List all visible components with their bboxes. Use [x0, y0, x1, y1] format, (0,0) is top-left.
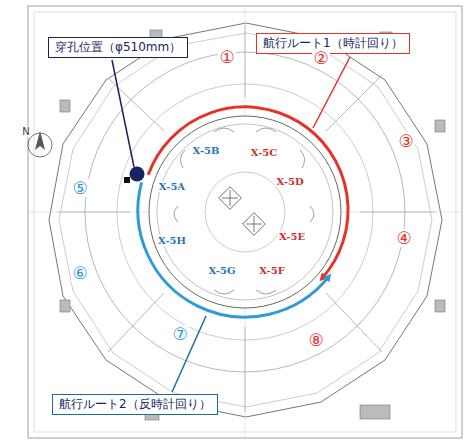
callout-text: 穿孔位置（φ510mm） — [55, 40, 181, 55]
room-number: ③ — [397, 132, 414, 151]
room-number: ⑥ — [71, 264, 88, 283]
penetration-label: X-5B — [192, 145, 221, 156]
room-number: ④ — [395, 229, 412, 248]
callout-box: 航行ルート1（時計回り） — [256, 33, 410, 54]
callout-text: 航行ルート2（反時計回り） — [59, 397, 211, 412]
room-number: ② — [312, 49, 329, 68]
penetration-label: X-5H — [157, 235, 187, 246]
penetration-label: X-5E — [278, 231, 306, 242]
room-number: ⑤ — [71, 179, 88, 198]
penetration-label: X-5A — [158, 181, 186, 192]
callout-box: 穿孔位置（φ510mm） — [48, 37, 188, 58]
room-number: ⑧ — [307, 331, 324, 350]
room-number: ① — [218, 48, 235, 67]
penetration-label: X-5D — [275, 176, 304, 187]
penetration-label: X-5C — [250, 147, 278, 158]
callout-text: 航行ルート1（時計回り） — [263, 36, 403, 51]
penetration-label: X-5G — [207, 265, 236, 276]
north-mark: N — [21, 126, 30, 137]
penetration-label: X-5F — [258, 265, 286, 276]
room-number: ⑦ — [171, 325, 188, 344]
callout-box: 航行ルート2（反時計回り） — [52, 394, 218, 415]
